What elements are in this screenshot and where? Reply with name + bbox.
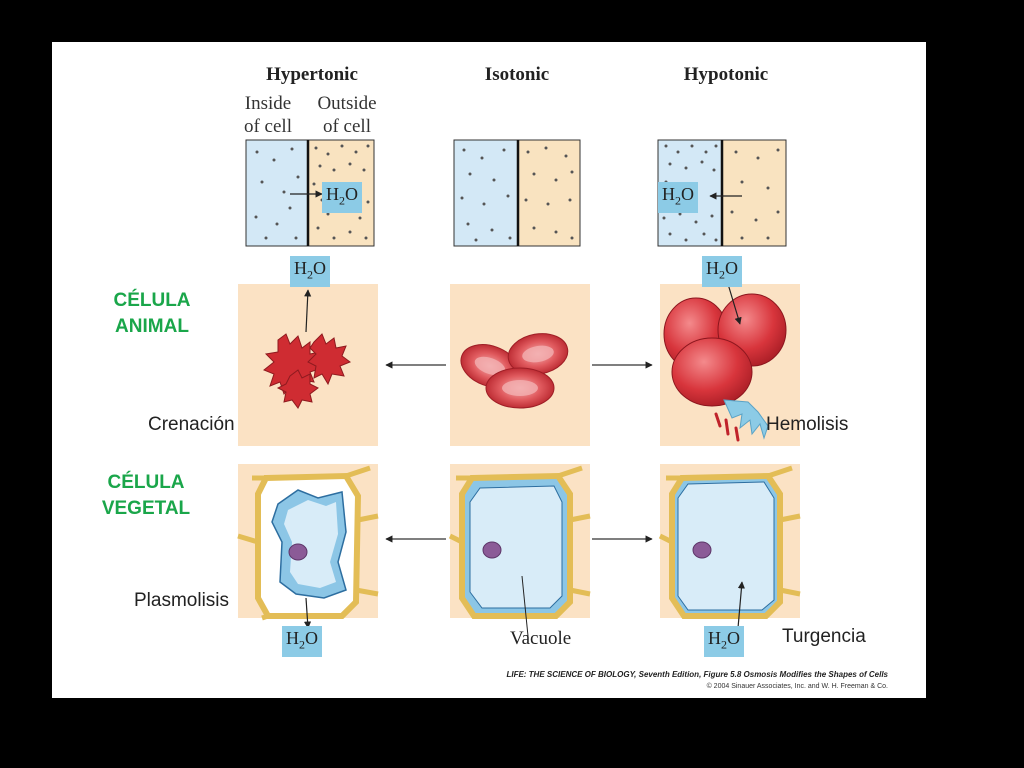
turgor-label: Turgencia xyxy=(782,626,866,647)
figure-caption: LIFE: THE SCIENCE OF BIOLOGY, Seventh Ed… xyxy=(506,670,888,679)
animal-line2: ANIMAL xyxy=(115,316,189,337)
animal-line1: CÉLULA xyxy=(113,290,191,311)
water-badge-hypotonic-box: H2O xyxy=(658,182,698,213)
plasmolysis-label: Plasmolisis xyxy=(134,590,230,611)
water-badge-plant-hypotonic: H2O xyxy=(704,626,744,657)
inside-line1: Inside xyxy=(244,93,292,114)
slide: Hypertonic Isotonic Hypotonic Inside of … xyxy=(52,42,926,698)
copyright-caption: © 2004 Sinauer Associates, Inc. and W. H… xyxy=(706,683,888,690)
plant-water-in-arrow xyxy=(737,581,746,629)
plant-line2: VEGETAL xyxy=(101,498,191,519)
vacuole-pointer xyxy=(521,575,529,637)
vacuole-label: Vacuole xyxy=(510,628,572,649)
water-in-arrow xyxy=(727,283,742,325)
outside-line1: Outside xyxy=(317,93,377,114)
outside-line2: of cell xyxy=(322,116,371,137)
osmosis-diagram xyxy=(237,139,801,637)
isotonic-solution-box xyxy=(453,139,581,247)
isotonic-title: Isotonic xyxy=(484,64,550,85)
turgid-plant-cell-icon xyxy=(658,465,801,619)
red-blood-cells-icon xyxy=(460,333,569,409)
water-badge-animal-hypotonic: H2O xyxy=(702,256,742,287)
hypotonic-title: Hypotonic xyxy=(683,64,769,85)
water-badge-hypertonic-box: H2O xyxy=(322,182,362,213)
plant-water-out-arrow xyxy=(303,597,312,629)
water-badge-animal-hypertonic: H2O xyxy=(290,256,330,287)
plant-line1: CÉLULA xyxy=(107,472,185,493)
plant-cell-label: CÉLULA VEGETAL xyxy=(86,470,206,522)
crenated-cell-icon xyxy=(263,333,352,409)
hemolysis-label: Hemolisis xyxy=(766,414,849,435)
animal-cell-label: CÉLULA ANIMAL xyxy=(92,288,212,340)
plasmolysed-plant-cell-icon xyxy=(237,465,379,621)
outside-cell-label: Outside of cell xyxy=(306,92,388,138)
crenation-label: Crenación xyxy=(148,414,235,435)
inside-cell-label: Inside of cell xyxy=(232,92,304,138)
water-badge-plant-hypertonic: H2O xyxy=(282,626,322,657)
water-out-arrow xyxy=(304,289,312,333)
inside-line2: of cell xyxy=(243,116,292,137)
hypertonic-title: Hypertonic xyxy=(266,64,358,85)
normal-plant-cell-icon xyxy=(448,465,591,619)
lysed-cells-icon xyxy=(663,293,787,442)
